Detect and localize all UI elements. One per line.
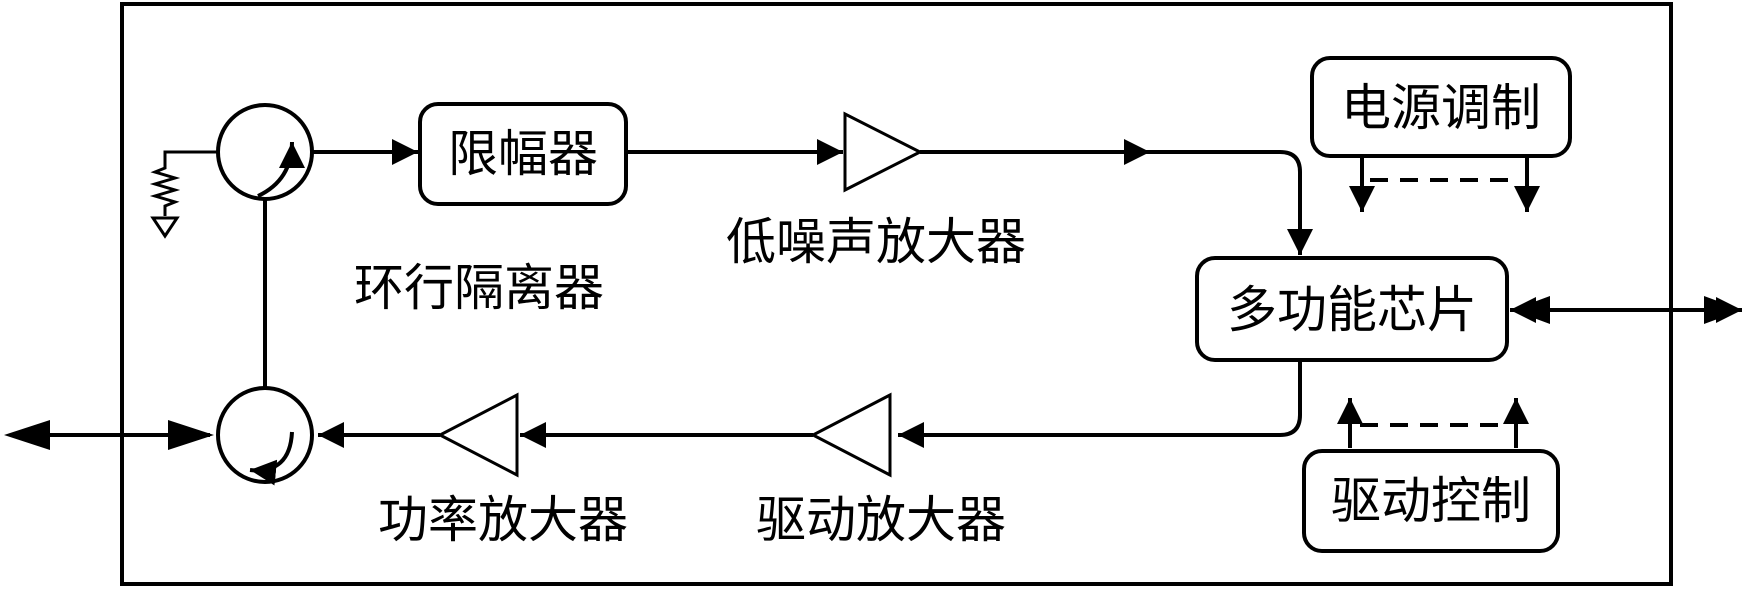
signal-line: [898, 360, 1302, 448]
drive-control-block: [1302, 449, 1560, 553]
arrowhead-icon: [1704, 296, 1742, 324]
termination-load-icon: [149, 150, 218, 239]
multifunction-chip-label: 多功能芯片: [1227, 281, 1477, 339]
limiter-label: 限幅器: [448, 125, 598, 183]
signal-line: [1150, 150, 1313, 255]
driver-amplifier-icon: [809, 392, 892, 478]
power-modulation-label: 电源调制: [1341, 79, 1541, 137]
module-frame: [120, 2, 1673, 586]
arrowhead-icon: [168, 420, 214, 450]
lna-label: 低噪声放大器: [726, 213, 1026, 271]
drive-control-label: 驱动控制: [1331, 472, 1531, 530]
circulator-label: 环行隔离器: [354, 259, 604, 317]
driver-amp-label: 驱动放大器: [756, 491, 1006, 549]
power-modulation-block: [1310, 56, 1572, 158]
arrowhead-icon: [1512, 296, 1550, 324]
lna-amplifier-icon: [843, 111, 924, 193]
lower-circulator-icon: [216, 386, 314, 486]
power-amp-label: 功率放大器: [378, 491, 628, 549]
power-amplifier-icon: [436, 392, 519, 478]
arrowhead-icon: [4, 420, 50, 450]
upper-circulator-icon: [216, 103, 314, 201]
multifunction-chip-block: [1195, 256, 1509, 362]
